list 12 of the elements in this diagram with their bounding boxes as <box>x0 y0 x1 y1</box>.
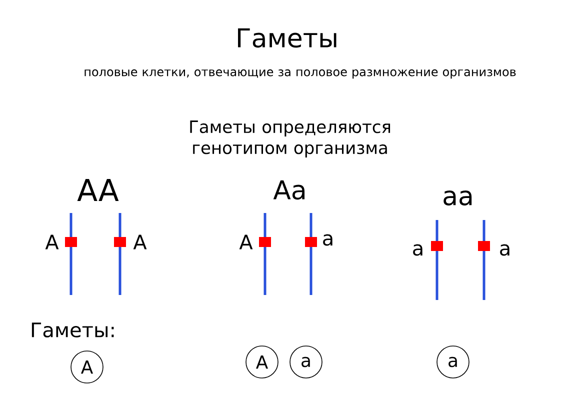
genotype-label: aa <box>444 190 472 206</box>
genotype-label: Aa <box>273 180 304 200</box>
allele-label: a <box>500 244 510 256</box>
allele-label: a <box>323 234 332 246</box>
heading: Гаметы определяются генотипом организма <box>190 120 390 158</box>
allele-label: A <box>45 234 59 250</box>
subtitle: половые клетки, отвечающие за половое размножение организмов <box>84 69 516 79</box>
genotype-label: AA <box>77 179 119 201</box>
allele-label: A <box>133 234 147 250</box>
allele-label: A <box>239 234 253 250</box>
title: Гаметы <box>238 28 336 48</box>
allele-label: a <box>413 244 422 256</box>
